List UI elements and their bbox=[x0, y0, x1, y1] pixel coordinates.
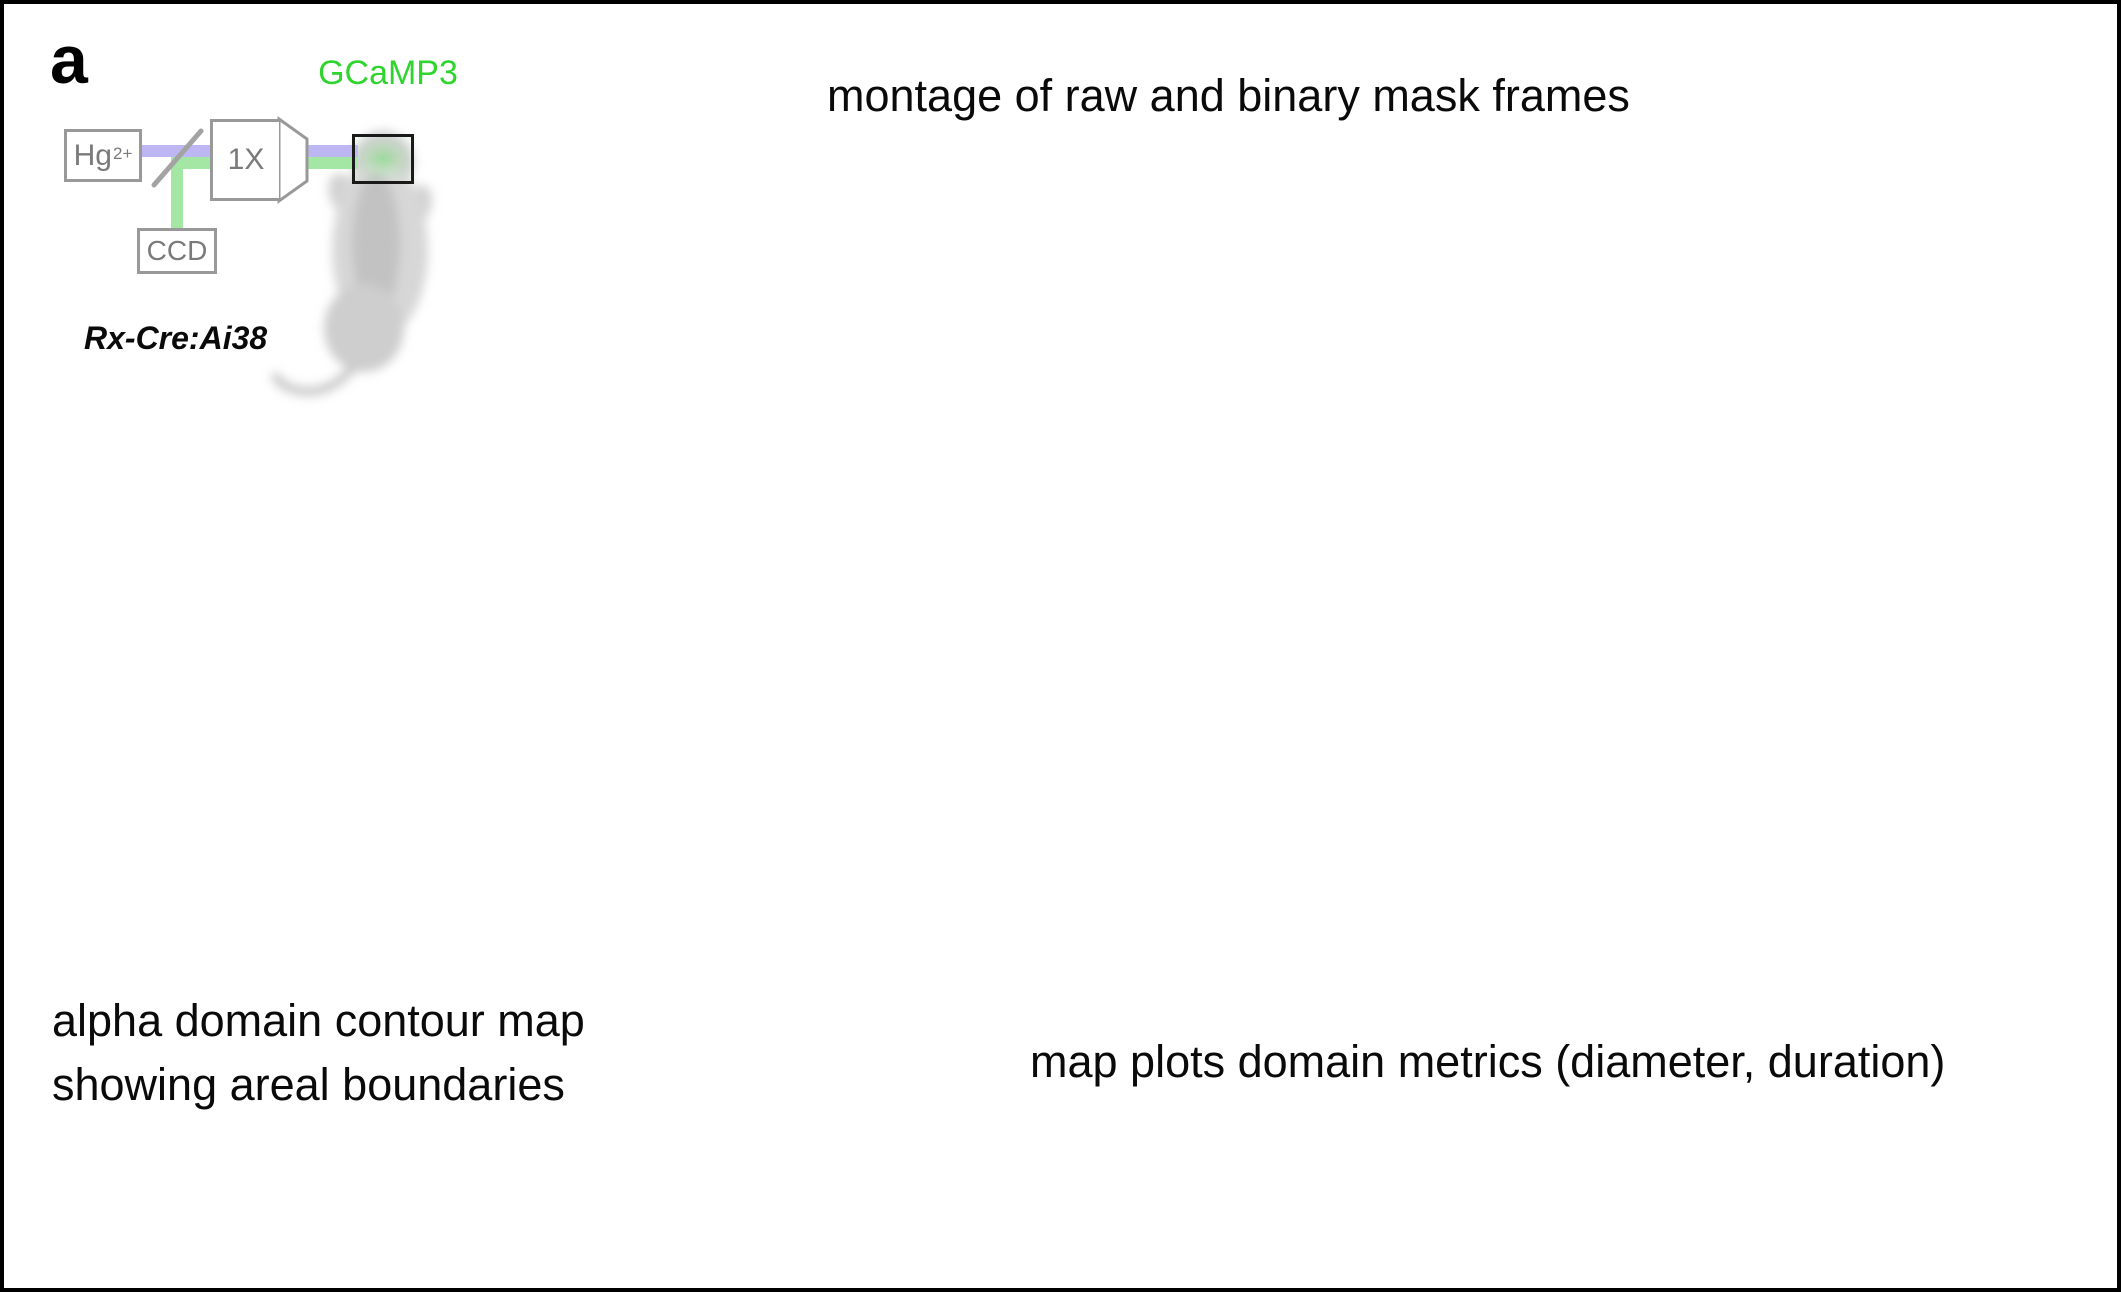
hg-lamp-superscript: 2+ bbox=[112, 144, 133, 163]
objective-box: 1X bbox=[210, 119, 279, 201]
objective-nose bbox=[277, 116, 309, 204]
beamsplitter-line bbox=[151, 128, 204, 188]
panel-label: a bbox=[50, 22, 88, 98]
schematic-art bbox=[142, 116, 433, 396]
ccd-camera-label: CCD bbox=[146, 235, 208, 266]
caption-contour-line1: alpha domain contour map bbox=[52, 995, 585, 1046]
hg-lamp-label: Hg bbox=[73, 138, 112, 172]
emission-beam-vertical bbox=[171, 162, 183, 232]
objective-label: 1X bbox=[227, 143, 265, 176]
caption-contour-line2: showing areal boundaries bbox=[52, 1058, 565, 1110]
ccd-camera-box: CCD bbox=[137, 228, 217, 274]
mouse-line-label: Rx-Cre:Ai38 bbox=[84, 320, 268, 356]
gcamp3-label: GCaMP3 bbox=[318, 54, 458, 92]
caption-contour-map: alpha domain contour map showing areal b… bbox=[52, 989, 585, 1117]
mouse-illustration bbox=[269, 131, 433, 396]
cranial-window-box bbox=[352, 134, 414, 184]
caption-map-plots: map plots domain metrics (diameter, dura… bbox=[1030, 1036, 1946, 1087]
caption-montage: montage of raw and binary mask frames bbox=[827, 70, 1630, 121]
